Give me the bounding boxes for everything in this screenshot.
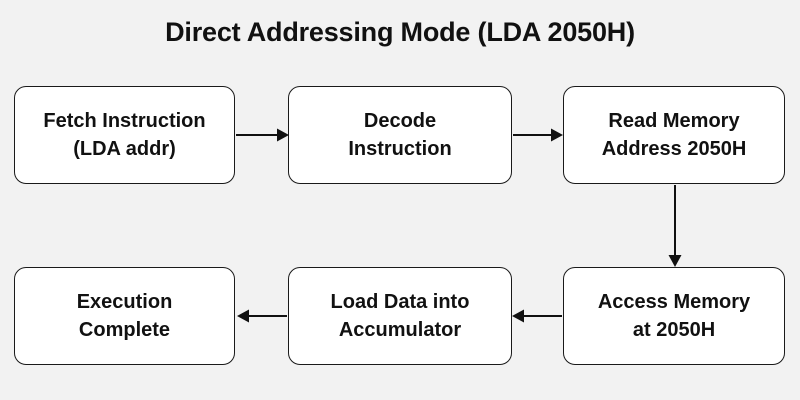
node-read-memory-address: Read Memory Address 2050H xyxy=(563,86,785,184)
arrow-load-to-exec-icon xyxy=(237,309,287,323)
node-access-memory-label: Access Memory at 2050H xyxy=(597,291,751,341)
diagram-title: Direct Addressing Mode (LDA 2050H) xyxy=(165,17,635,47)
node-decode-instruction: Decode Instruction xyxy=(288,86,512,184)
arrow-access-to-load-icon xyxy=(512,309,562,323)
arrow-fetch-to-decode-icon xyxy=(236,128,289,142)
node-fetch-instruction: Fetch Instruction (LDA addr) xyxy=(14,86,235,184)
arrow-decode-to-read-icon xyxy=(513,128,563,142)
node-load-accumulator: Load Data into Accumulator xyxy=(288,267,512,365)
node-decode-instruction-label: Decode Instruction xyxy=(348,110,452,160)
node-fetch-instruction-label: Fetch Instruction (LDA addr) xyxy=(43,110,206,160)
node-execution-complete-label: Execution Complete xyxy=(76,291,173,341)
node-read-memory-address-label: Read Memory Address 2050H xyxy=(601,110,747,160)
node-load-accumulator-label: Load Data into Accumulator xyxy=(330,291,470,341)
node-execution-complete: Execution Complete xyxy=(14,267,235,365)
node-access-memory: Access Memory at 2050H xyxy=(563,267,785,365)
arrow-read-to-access-icon xyxy=(668,185,682,267)
